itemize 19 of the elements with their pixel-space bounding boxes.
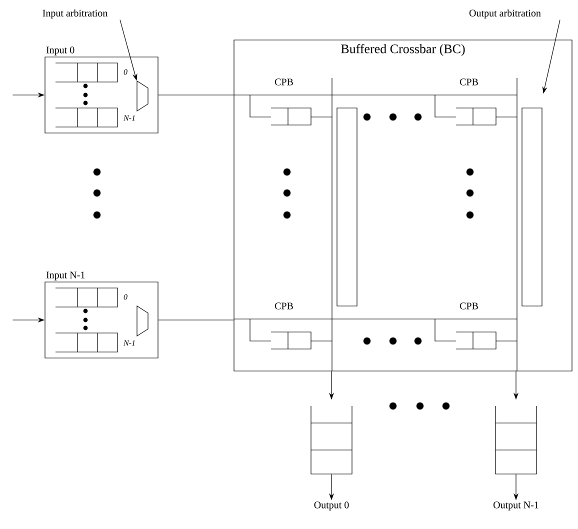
callout-text: Input arbitration bbox=[42, 9, 108, 19]
buffer-label: CPB bbox=[274, 302, 293, 310]
column-bar bbox=[522, 108, 542, 306]
queue-index: 0 bbox=[124, 294, 128, 300]
node-label: Input N-1 bbox=[46, 272, 85, 280]
column-bar bbox=[336, 108, 358, 306]
buffer-label: CPB bbox=[274, 78, 293, 86]
queue-index: 0 bbox=[124, 69, 128, 75]
queue-index: N-1 bbox=[123, 340, 135, 346]
output-label: Output N-1 bbox=[494, 502, 538, 510]
callout-text: Output arbitration bbox=[469, 9, 541, 19]
output-queue bbox=[495, 406, 537, 474]
queue-index: N-1 bbox=[123, 115, 135, 121]
buffer-label: CPB bbox=[460, 78, 478, 86]
output-queue bbox=[310, 406, 352, 474]
node-label: Input 0 bbox=[46, 46, 74, 56]
output-label: Output 0 bbox=[314, 502, 349, 510]
connector-line bbox=[158, 94, 234, 96]
buffer-label: CPB bbox=[460, 302, 478, 310]
